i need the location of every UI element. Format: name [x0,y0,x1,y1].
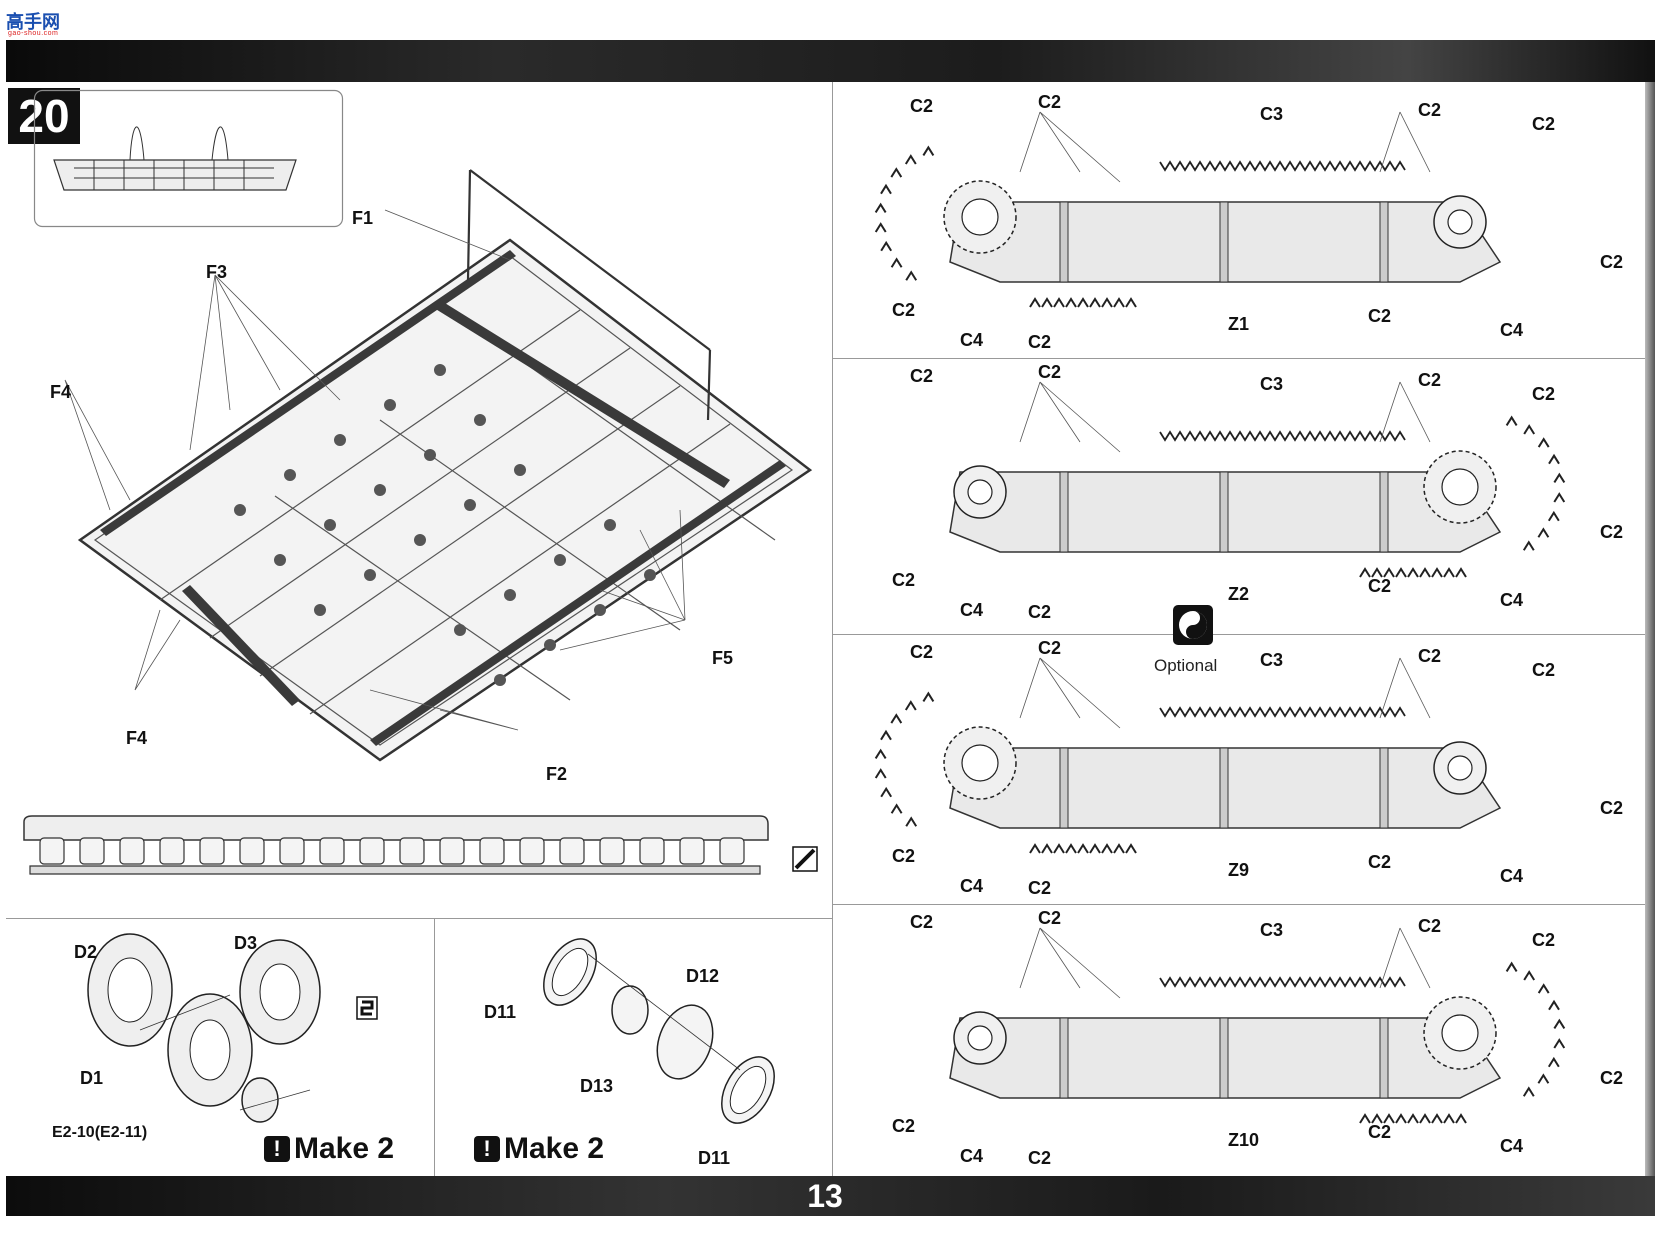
glue-icon [356,996,378,1020]
track-2-c2-top: C2 [1038,362,1062,382]
label-d2: D2 [74,942,98,962]
track-2-c2-bottom: C2 [1028,602,1052,622]
track-1-c3: C3 [1260,104,1284,124]
track-divider-2 [832,634,1645,635]
track-diagram-2 [949,381,1566,578]
track-1-c2-right: C2 [1532,114,1556,134]
track-4-c4-left: C4 [960,1146,984,1166]
track-divider-1 [832,358,1645,359]
track-4-c2-right: C2 [1532,930,1556,950]
logo-text: 高手网 [6,12,60,33]
track-1-c2-bottom-left: C2 [892,300,916,320]
track-3-c3: C3 [1260,650,1284,670]
track-divider-3 [832,904,1645,905]
track-3-c2-bottom: C2 [1028,878,1052,898]
track-strip [23,815,769,875]
track-1-c2-top-right: C2 [1418,100,1442,120]
label-d1: D1 [80,1068,104,1088]
optional-yinyang-icon [1173,605,1213,645]
page-number: 13 [807,1178,843,1214]
track-3-c4-left: C4 [960,876,984,896]
track-4-c2-top: C2 [1038,908,1062,928]
track-1-c2-top-left: C2 [910,96,934,116]
label-f3: F3 [206,262,228,282]
track-3-c2-top-right: C2 [1418,646,1442,666]
track-2-c4-left: C4 [960,600,984,620]
cut-icon [792,846,818,872]
sprocket-assembly-diagram [87,933,321,1123]
wheel-panel-divider [434,918,435,1176]
warning-icon: ! [474,1136,500,1162]
track-2-c2-bottom-left: C2 [892,570,916,590]
track-4-c2-bottom-left: C2 [892,1116,916,1136]
label-d3: D3 [234,933,258,953]
track-4-c4-right: C4 [1500,1136,1524,1156]
track-4-c3: C3 [1260,920,1284,940]
track-4-z-label: Z10 [1228,1130,1260,1150]
make2-right-text: Make 2 [504,1132,605,1165]
label-f1: F1 [352,208,374,228]
label-d13: D13 [580,1076,614,1096]
track-2-c4-right: C4 [1500,590,1524,610]
label-f4-top: F4 [50,382,72,402]
track-1-c2-bottom: C2 [1028,332,1052,352]
bottom-bar [6,1176,1655,1216]
track-1-c4-left: C4 [960,330,984,350]
top-bar [6,40,1655,82]
track-1-c2-top: C2 [1038,92,1062,112]
track-3-c4-right: C4 [1500,866,1524,886]
label-d11-top: D11 [484,1002,517,1022]
logo-subtext: gao-shou.com [8,30,59,37]
track-3-c2-bottom-left: C2 [892,846,916,866]
make2-left-text: Make 2 [294,1132,395,1165]
track-1-c2-far-right: C2 [1600,252,1624,272]
label-e2: E2-10(E2-11) [52,1124,148,1141]
track-4-c2-bottom-right: C2 [1368,1122,1392,1142]
optional-label: Optional [1154,656,1218,675]
track-1-c4-right: C4 [1500,320,1524,340]
track-2-c2-far-right: C2 [1600,522,1624,542]
label-f2: F2 [546,764,568,784]
track-1-c2-bottom-right: C2 [1368,306,1392,326]
warning-icon: ! [264,1136,290,1162]
track-4-c2-far-right: C2 [1600,1068,1624,1088]
label-d12: D12 [686,966,720,986]
step-number: 20 [8,88,80,144]
page-edge-shadow [1645,82,1655,1176]
track-2-c2-bottom-right: C2 [1368,576,1392,596]
track-2-c2-right: C2 [1532,384,1556,404]
track-diagram-1 [874,111,1502,308]
label-d11-bottom: D11 [698,1148,731,1168]
track-1-z-label: Z1 [1228,314,1250,334]
track-2-c3: C3 [1260,374,1284,394]
make2-left: !Make 2 [264,1132,394,1166]
center-divider [832,82,833,1176]
track-3-c2-right: C2 [1532,660,1556,680]
track-3-z-label: Z9 [1228,860,1250,880]
idler-assembly-diagram [543,938,775,1124]
track-3-c2-top-left: C2 [910,642,934,662]
track-diagram-3 [874,657,1502,854]
site-logo: 高手网 gao-shou.com [6,4,76,38]
track-4-c2-bottom: C2 [1028,1148,1052,1168]
sprue-f-diagram [64,169,813,762]
track-3-c2-bottom-right: C2 [1368,852,1392,872]
track-2-c2-top-left: C2 [910,366,934,386]
track-2-c2-top-right: C2 [1418,370,1442,390]
make2-right: !Make 2 [474,1132,604,1166]
inset-detail [33,89,344,228]
track-3-c2-far-right: C2 [1600,798,1624,818]
lower-left-divider [6,918,832,919]
track-3-c2-top: C2 [1038,638,1062,658]
label-f5: F5 [712,648,734,668]
track-4-c2-top-left: C2 [910,912,934,932]
label-f4-bottom: F4 [126,728,148,748]
track-2-z-label: Z2 [1228,584,1250,604]
track-diagram-4 [949,927,1566,1124]
track-4-c2-top-right: C2 [1418,916,1442,936]
